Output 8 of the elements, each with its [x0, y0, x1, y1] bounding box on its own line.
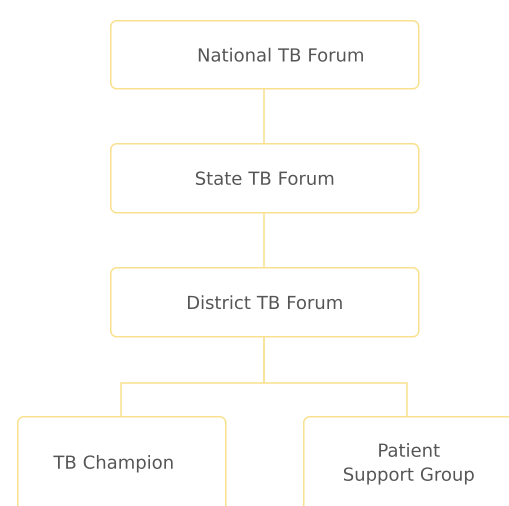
connector-line [263, 212, 265, 267]
org-box: District TB Forum [110, 267, 420, 338]
connector-line [263, 88, 265, 143]
connector-line [263, 336, 408, 416]
org-box: TB Champion [17, 416, 226, 506]
org-box: Patient Support Group [303, 416, 509, 506]
org-box: National TB Forum [110, 20, 420, 90]
org-box: State TB Forum [110, 143, 420, 214]
